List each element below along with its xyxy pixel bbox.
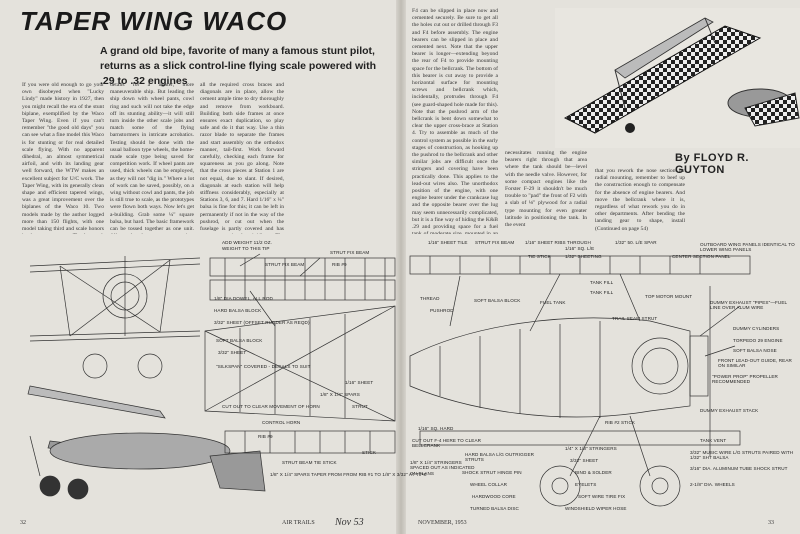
plan-drawing <box>27 253 751 507</box>
handwritten-note: Nov 53 <box>335 517 364 528</box>
callout: 1/8" X 1/4" SPARS TAPER FROM FROM RIB #1… <box>270 472 427 477</box>
callout: 1/8" X 1/4" STRINGERS SPACED OUT AS INDI… <box>410 460 475 476</box>
text-column-2: details for a lighter, more maneuverable… <box>110 82 194 234</box>
callout: 1/8" DIA DOWEL, ALL ROD <box>214 296 273 301</box>
callout: DUMMY CYLINDERS <box>733 326 780 331</box>
callout: RIB #9 <box>332 262 347 267</box>
model-photo-sketch <box>27 385 266 500</box>
callout: 1/32" SHEETING <box>565 254 602 259</box>
callout: BIND & SOLDER <box>575 470 612 475</box>
callout: SOFT BALSA BLOCK <box>216 338 263 343</box>
callout: STRUT BEAM TIE STICK <box>282 460 337 465</box>
callout: RIB #2 STICK <box>605 420 636 425</box>
column-text: all the required cross braces and diagon… <box>200 82 284 234</box>
callout: WEIGHT TO THIS TIP <box>222 246 270 251</box>
magazine-name: AIR TRAILS <box>282 520 315 526</box>
callout: DUMMY EXHAUST STACK <box>700 408 759 413</box>
callout: STRUT <box>352 404 368 409</box>
front-view-sketch <box>29 256 201 379</box>
article-deck: A grand old bipe, favorite of many a fam… <box>100 45 376 87</box>
issue-date: NOVEMBER, 1953 <box>418 520 467 526</box>
callout: THREAD <box>420 296 440 301</box>
callout: 1/32" 50. L/E SPAR <box>615 240 657 245</box>
callout: CUT OUT F-4 HERE TO CLEAR BELLCRANK <box>412 438 482 449</box>
byline: By FLOYD R. GUYTON <box>675 152 749 176</box>
page-gutter <box>396 0 406 534</box>
callout: STRUT FIX BEAM <box>330 250 370 255</box>
callout: 3/32" SHEET (OFFSET RUDDER AS REQD) <box>214 320 310 325</box>
callout: SHOCK STRUT HINGE PIN <box>462 470 522 475</box>
article-title: TAPER WING WACO <box>20 6 288 36</box>
side-view-right <box>409 255 751 507</box>
callout: SOFT WIRE TIRE FIX <box>578 494 626 499</box>
callout: 1/16" SHEET TILE <box>428 240 468 245</box>
column-text: If you were old enough to go your own di… <box>22 82 104 234</box>
callout: WINDSHIELD WIPER HOSE <box>565 506 627 511</box>
airplane-photo <box>555 8 800 148</box>
callout: 3/32" SHEET <box>218 350 247 355</box>
callout: CUT OUT TO CLEAR MOVEMENT OF HORN <box>222 404 320 409</box>
callout: STRUT FIX BEAM <box>265 262 305 267</box>
text-column-6: that you rework the nose section for rad… <box>595 168 685 234</box>
callout: FRONT LEAD-OUT GUIDE, REAR ON SIMILAR <box>718 358 792 369</box>
callout: TRAIL SEAM STRUT <box>612 316 658 321</box>
callout: TOP MOTOR MOUNT <box>645 294 693 299</box>
callout: WHEEL COLLAR <box>470 482 508 487</box>
callout: 3/32" SHEET <box>570 458 599 463</box>
wing-plan-left <box>204 257 396 454</box>
callout: STRUT FIX BEAM <box>475 240 515 245</box>
text-column-5: necessitates running the engine bearers … <box>505 150 587 234</box>
column-text: that you rework the nose section for rad… <box>595 168 685 232</box>
callout: SOFT BALSA NOSE <box>733 348 777 353</box>
callout: 3/32" MUSIC WIRE L/G STRUTS PAIRED WITH … <box>690 450 794 461</box>
callout: 1/16" SQ. L/E <box>565 246 595 251</box>
callout: TANK FILL <box>590 280 614 285</box>
callout: 1/4" X 1/8" STRINGERS <box>565 446 617 451</box>
callout: RIB #9 <box>258 434 273 439</box>
callout: 1/16" SHEET RIBS THROUGH <box>525 240 591 245</box>
callout: TURNED BALSA DISC <box>470 506 519 511</box>
callout: "SILKSPAN" COVERED - DECALS TO SUIT <box>216 364 311 369</box>
right-page-number: 33 <box>768 520 774 526</box>
callout: SOFT BALSA BLOCK <box>474 298 521 303</box>
callout: TORPEDO 29 ENGINE <box>733 338 783 343</box>
column-text: necessitates running the engine bearers … <box>505 150 587 229</box>
callout: EYELETS <box>575 482 597 487</box>
callout: TANK VENT <box>700 438 727 443</box>
callout: ADD WEIGHT 11/2 OZ. <box>222 240 272 245</box>
left-page-number: 32 <box>20 520 26 526</box>
callout: 2-1/8" DIA. WHEELS <box>690 482 735 487</box>
callout: CENTER SECTION PANEL <box>672 254 731 259</box>
callout: 1/16" SHEET <box>345 380 374 385</box>
callout: TIE STICK <box>528 254 551 259</box>
callout: HARD BALSA BLOCK <box>214 308 262 313</box>
callout: PUSHROD <box>430 308 454 313</box>
callout: 1/16" SQ. HARD <box>418 426 454 431</box>
callout: DUMMY EXHAUST "PIPES"—FUEL LINE OVER ALU… <box>710 300 787 311</box>
text-column-4: F4 can be slipped in place now and cemen… <box>412 8 498 234</box>
text-column-3: all the required cross braces and diagon… <box>200 82 284 234</box>
callout: 3/16" DIA. ALUMINUM TUBE SHOCK STRUT <box>690 466 788 471</box>
callout: FUEL TANK <box>540 300 566 305</box>
callout: HARDWOOD CORE <box>472 494 516 499</box>
text-column-1: If you were old enough to go your own di… <box>22 82 104 234</box>
column-text: F4 can be slipped in place now and cemen… <box>412 8 498 234</box>
callout: TANK FILL <box>590 290 614 295</box>
callout: 1/8" X 1/4" SPARS <box>320 392 360 397</box>
callout: CONTROL HORN <box>262 420 301 425</box>
callout: OUTBOARD WING PANELS IDENTICAL TO LOWER … <box>700 242 795 253</box>
callout: STICK <box>362 450 377 455</box>
column-text: details for a lighter, more maneuverable… <box>110 82 194 234</box>
callout: "POWER PROP" PROPELLER RECOMMENDED <box>712 374 778 385</box>
callout: HARD BALSA L/G OUTRIGGER STRUTS <box>465 452 535 463</box>
